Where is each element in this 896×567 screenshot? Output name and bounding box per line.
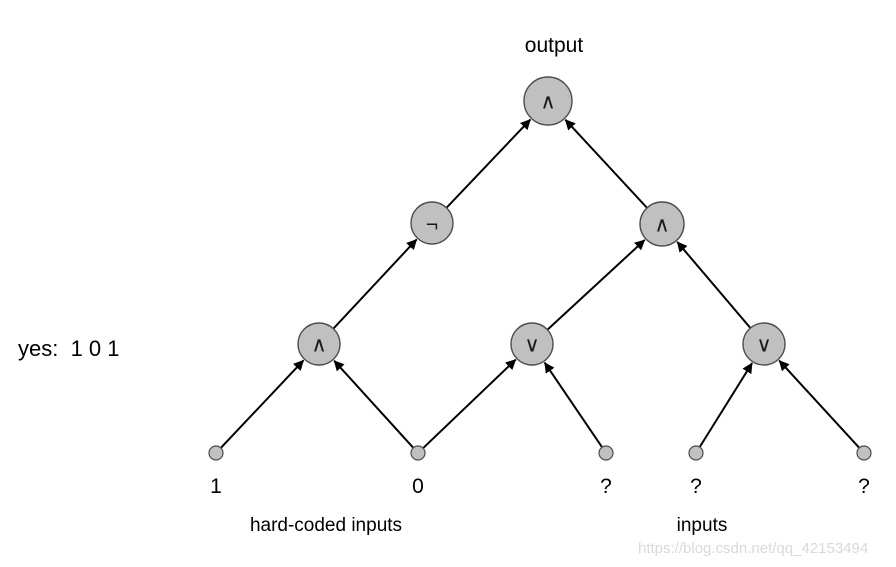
leaf-label-leaf-3: ? bbox=[600, 475, 612, 498]
edge-leaf-3-to-or-mid bbox=[543, 362, 603, 448]
leaf-node-leaf-1[interactable] bbox=[208, 445, 224, 461]
gate-symbol-and: ∧ bbox=[540, 91, 555, 114]
edge-and-l3-to-not-left bbox=[332, 238, 418, 329]
gate-node-not-not-left[interactable]: ¬ bbox=[410, 201, 454, 245]
captions-layer: hard-coded inputs inputs bbox=[250, 515, 727, 536]
gate-circle bbox=[410, 201, 454, 245]
caption-hard-coded-inputs: hard-coded inputs bbox=[250, 515, 402, 536]
gate-symbol-or: ∨ bbox=[524, 334, 539, 357]
gate-circle bbox=[297, 322, 341, 366]
leaf-circle bbox=[208, 445, 224, 461]
gate-node-and-and-l3[interactable]: ∧ bbox=[297, 322, 341, 366]
edge-or-mid-to-and-right bbox=[547, 239, 646, 331]
nodes-layer: ∧ ¬ ∧ ∧ ∨ ∨ 1 0??? bbox=[208, 76, 872, 498]
leaf-node-leaf-5[interactable] bbox=[856, 445, 872, 461]
gate-symbol-not: ¬ bbox=[426, 214, 438, 237]
edge-leaf-1-to-and-l3 bbox=[220, 359, 305, 449]
edges-layer bbox=[220, 118, 860, 449]
leaf-label-leaf-2: 0 bbox=[412, 475, 424, 498]
gate-node-and-root[interactable]: ∧ bbox=[523, 76, 573, 126]
edge-not-left-to-root bbox=[446, 118, 532, 209]
output-label: output bbox=[525, 34, 584, 57]
caption-inputs: inputs bbox=[677, 515, 728, 536]
side-label-yes-values: yes: 1 0 1 bbox=[18, 336, 120, 361]
gate-symbol-and: ∧ bbox=[654, 214, 669, 237]
gate-circle bbox=[523, 76, 573, 126]
leaf-node-leaf-4[interactable] bbox=[688, 445, 704, 461]
gate-symbol-and: ∧ bbox=[311, 334, 326, 357]
gate-circle bbox=[742, 322, 786, 366]
gate-node-or-or-mid[interactable]: ∨ bbox=[510, 322, 554, 366]
leaf-circle bbox=[856, 445, 872, 461]
gate-node-and-and-right[interactable]: ∧ bbox=[639, 201, 685, 247]
leaf-label-leaf-5: ? bbox=[858, 475, 870, 498]
edge-leaf-2-to-or-mid bbox=[422, 358, 517, 449]
gate-circle bbox=[510, 322, 554, 366]
leaf-circle bbox=[688, 445, 704, 461]
edge-leaf-2-to-and-l3 bbox=[333, 359, 414, 449]
watermark-text: https://blog.csdn.net/qq_42153494 bbox=[638, 540, 868, 557]
edge-or-right-to-and-right bbox=[676, 241, 751, 329]
gate-node-or-or-right[interactable]: ∨ bbox=[742, 322, 786, 366]
gate-circle bbox=[639, 201, 685, 247]
leaf-circle bbox=[410, 445, 426, 461]
edge-and-right-to-root bbox=[564, 119, 648, 209]
leaf-label-leaf-1: 1 bbox=[210, 475, 222, 498]
leaf-circle bbox=[598, 445, 614, 461]
leaf-node-leaf-2[interactable] bbox=[410, 445, 426, 461]
leaf-node-leaf-3[interactable] bbox=[598, 445, 614, 461]
leaf-label-leaf-4: ? bbox=[690, 475, 702, 498]
edge-leaf-4-to-or-right bbox=[699, 362, 753, 448]
gate-symbol-or: ∨ bbox=[756, 334, 771, 357]
edge-leaf-5-to-or-right bbox=[778, 359, 860, 449]
